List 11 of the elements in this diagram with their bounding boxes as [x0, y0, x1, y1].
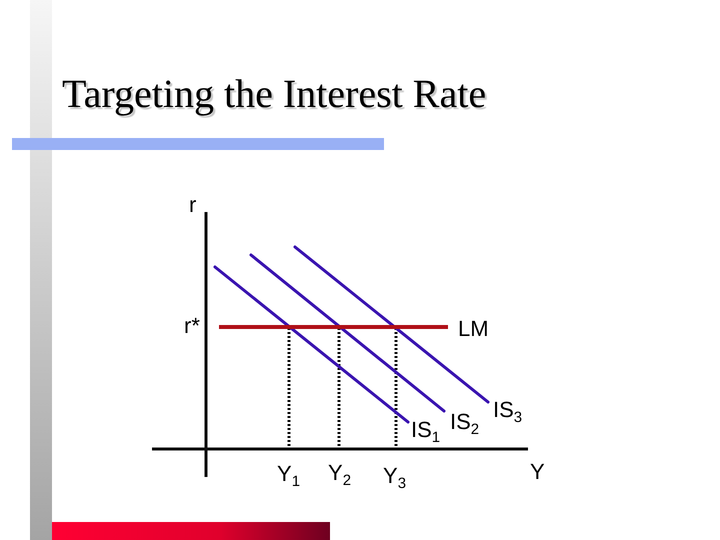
- slide-title: Targeting the Interest Rate: [62, 74, 486, 114]
- axis-label: r: [189, 194, 196, 216]
- curve-label: IS$_{1}$: [411, 419, 440, 441]
- curve-label: LM: [458, 318, 489, 340]
- axis-label: Y: [530, 461, 545, 483]
- output-label: Y$_{2}$: [328, 462, 352, 484]
- output-label: Y$_{1}$: [277, 463, 300, 485]
- output-label: Y$_{3}$: [383, 465, 406, 487]
- curve-label: IS$_{2}$: [450, 411, 480, 433]
- rate-label: r*: [184, 315, 200, 337]
- curve-label: IS$_{3}$: [493, 399, 522, 421]
